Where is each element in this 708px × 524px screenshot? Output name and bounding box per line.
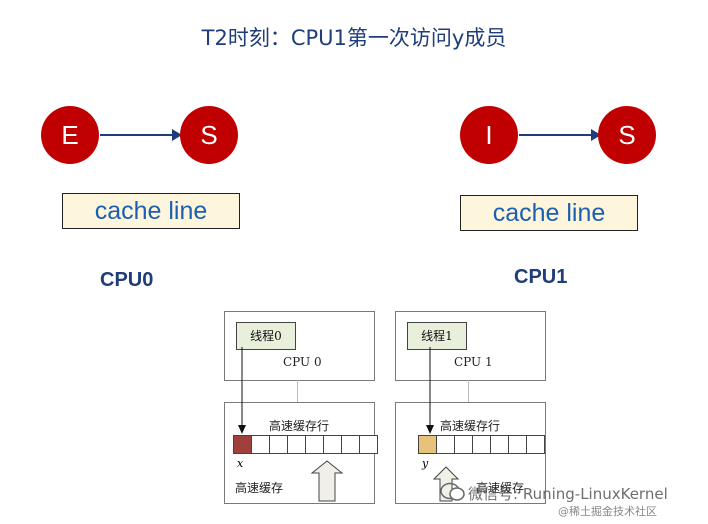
cache-line-label: cache line bbox=[62, 193, 240, 229]
cache-cell bbox=[359, 435, 378, 454]
access-arrow-icon bbox=[238, 347, 344, 502]
cpu1-cache-box: 高速缓存行 y 高速缓存 bbox=[395, 402, 546, 504]
state-s-circle: S bbox=[180, 106, 238, 164]
cache-row-title: 高速缓存行 bbox=[440, 419, 501, 433]
thread0-box: 线程0 bbox=[236, 322, 296, 350]
state-e-circle: E bbox=[41, 106, 99, 164]
var-x-label: x bbox=[237, 457, 244, 470]
cpu0-name: CPU 0 bbox=[283, 355, 322, 369]
page-title: T2时刻：CPU1第一次访问y成员 bbox=[201, 26, 507, 50]
cache-cell bbox=[526, 435, 545, 454]
access-arrow-icon bbox=[426, 347, 460, 502]
connector-line bbox=[468, 380, 469, 402]
cache-bottom-label: 高速缓存 bbox=[476, 481, 525, 495]
connector-line bbox=[297, 380, 298, 402]
cpu0-label: CPU0 bbox=[100, 269, 154, 291]
watermark-sub: @稀土掘金技术社区 bbox=[558, 505, 657, 518]
watermark-text: 微信号: Runing-LinuxKernel bbox=[468, 485, 668, 503]
state-s-circle: S bbox=[598, 106, 656, 164]
cpu0-box: 线程0 CPU 0 bbox=[224, 311, 375, 381]
cpu1-label: CPU1 bbox=[514, 266, 568, 288]
state-i-circle: I bbox=[460, 106, 518, 164]
cpu0-cache-box: 高速缓存行 x 高速缓存 bbox=[224, 402, 378, 504]
transition-arrow-icon bbox=[519, 129, 601, 141]
cache-line-label: cache line bbox=[460, 195, 638, 231]
thread1-box: 线程1 bbox=[407, 322, 467, 350]
cache-line-cells bbox=[418, 435, 545, 454]
cache-line-cells bbox=[233, 435, 378, 454]
cache-row-title: 高速缓存行 bbox=[269, 419, 330, 433]
cpu1-name: CPU 1 bbox=[454, 355, 493, 369]
cpu1-box: 线程1 CPU 1 bbox=[395, 311, 546, 381]
var-y-label: y bbox=[422, 457, 429, 470]
wechat-icon bbox=[440, 482, 465, 501]
transition-arrow-icon bbox=[100, 129, 182, 141]
cache-bottom-label: 高速缓存 bbox=[235, 481, 284, 495]
